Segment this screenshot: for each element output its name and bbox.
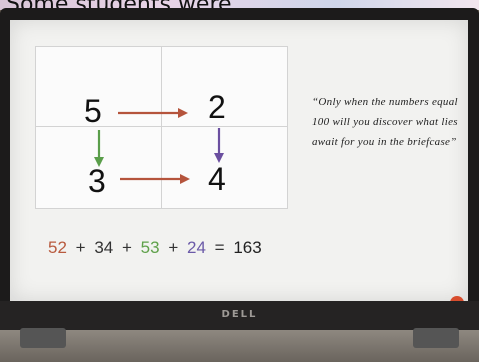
grid-divider-vertical (161, 47, 162, 208)
record-dot-icon[interactable] (450, 296, 464, 301)
background-banner (0, 0, 479, 10)
equation-plus-3: + (168, 238, 179, 257)
laptop-base (0, 330, 479, 362)
hinge-left (20, 328, 66, 348)
equation-equals: = (214, 238, 225, 257)
equation-term-1: 52 (48, 238, 67, 257)
equation-term-2: 34 (94, 238, 114, 257)
brand-logo: DELL (221, 309, 258, 320)
number-grid: 5 2 3 4 (35, 46, 288, 209)
presentation-slide: 5 2 3 4 “Only when the numbers equal 100… (10, 20, 468, 301)
hinge-right (413, 328, 459, 348)
arrow-right-bottom-icon (120, 174, 190, 184)
digit-top-left: 5 (84, 93, 102, 129)
digit-bottom-left: 3 (88, 163, 106, 199)
equation-term-3: 53 (140, 238, 160, 257)
equation: 52 + 34 + 53 + 24 = 163 (48, 238, 266, 258)
grid-divider-horizontal (36, 126, 287, 127)
riddle-quote: “Only when the numbers equal 100 will yo… (312, 96, 458, 148)
equation-term-4: 24 (186, 238, 206, 257)
equation-plus-2: + (121, 238, 132, 257)
equation-plus-1: + (75, 238, 86, 257)
digit-top-right: 2 (208, 89, 226, 125)
digit-bottom-right: 4 (208, 161, 226, 197)
arrow-down-right-icon (214, 128, 224, 163)
arrow-right-top-icon (118, 108, 188, 118)
screen-bezel-bottom (0, 301, 479, 330)
equation-result: 163 (233, 238, 262, 257)
arrow-down-left-icon (94, 130, 104, 167)
